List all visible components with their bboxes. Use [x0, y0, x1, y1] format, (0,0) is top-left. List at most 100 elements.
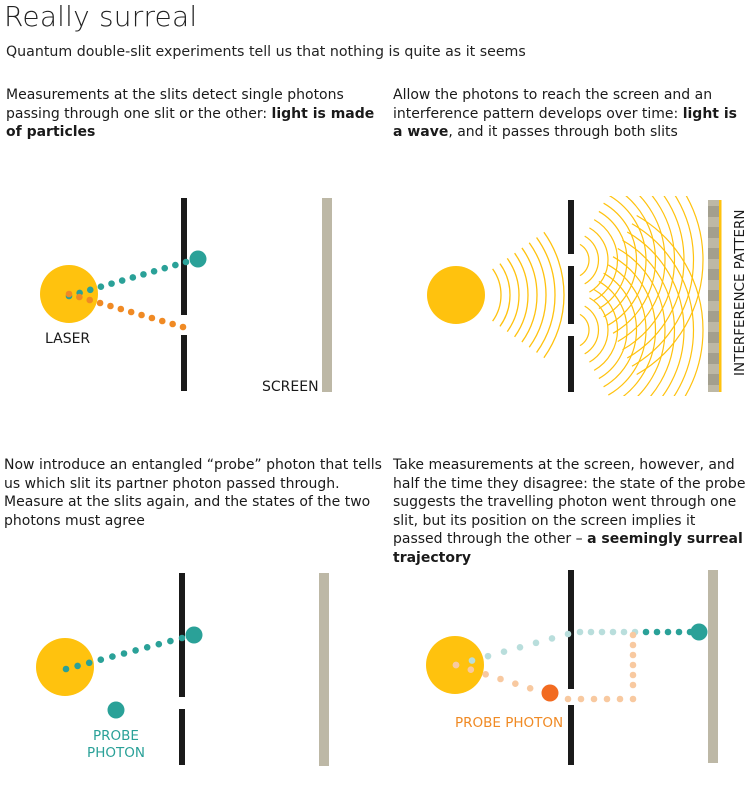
photon-dot [576, 628, 584, 636]
wave-front [636, 214, 704, 396]
wave-front [612, 256, 657, 396]
page-subtitle: Quantum double-slit experiments tell us … [6, 44, 526, 60]
wave-front [608, 264, 647, 396]
photon-dot [148, 314, 156, 322]
photon-dot [118, 277, 126, 284]
wave-fronts-source [492, 231, 565, 359]
photon-dot [467, 666, 475, 673]
photon-dot [85, 659, 93, 667]
wave-front [514, 252, 529, 338]
photon-dot [107, 302, 114, 310]
photon-dot [74, 662, 81, 670]
wave-front [506, 258, 520, 332]
photon-dot [76, 293, 83, 301]
photon-dot [452, 661, 460, 669]
wave-front [579, 313, 590, 347]
photon-dot [129, 274, 137, 281]
wave-front [499, 263, 511, 327]
photon-dot [138, 311, 145, 319]
photon-dot [158, 317, 166, 325]
photon-dot [629, 681, 637, 689]
photon-dot [182, 258, 190, 266]
photon-dot [590, 695, 598, 703]
laser-source [427, 266, 485, 324]
photon-dot [178, 634, 186, 642]
panel-1-diagram: LASER SCREEN [40, 198, 332, 395]
photon-dot [150, 267, 158, 275]
photon-dot [155, 640, 163, 648]
screen-label: SCREEN [262, 379, 319, 395]
pattern-band [708, 269, 720, 280]
photon-dot [172, 261, 179, 269]
photon-dot [65, 290, 73, 298]
wave-front [528, 242, 547, 348]
detected-photon [185, 626, 203, 644]
slit-barrier-top [568, 570, 574, 689]
photon-dot [548, 635, 556, 642]
pattern-band [708, 248, 720, 259]
photon-dot [532, 639, 540, 647]
wave-front [584, 305, 600, 355]
pattern-band [708, 374, 720, 385]
slit-barrier-bottom [179, 709, 185, 765]
photon-dot [127, 308, 135, 316]
pattern-band [708, 290, 720, 301]
interference-pattern-label: INTERFERENCE PATTERN [732, 209, 748, 376]
photon-dot [587, 628, 595, 636]
slit-barrier-middle [568, 266, 574, 324]
probe-photon-label: PROBE PHOTON [455, 715, 563, 731]
photon-dot [598, 628, 606, 636]
wave-front [521, 247, 538, 343]
photon-dot [140, 271, 147, 278]
wave-front [536, 237, 556, 353]
wave-front [589, 297, 609, 363]
photon-dot [109, 653, 116, 660]
photon-dot [117, 305, 125, 313]
wave-front [617, 196, 666, 343]
detection-screen [708, 570, 718, 763]
pattern-band [708, 332, 720, 343]
wave-front [603, 272, 638, 388]
photon-dot [629, 631, 637, 639]
photon-dot [497, 675, 504, 683]
photon-dot [120, 650, 128, 657]
panel-4-diagram: PROBE PHOTON [426, 570, 718, 765]
photon-dot [653, 628, 661, 636]
photon-dot [564, 695, 572, 703]
wave-front [492, 268, 502, 322]
panel-3-diagram: PROBE PHOTON [36, 573, 329, 766]
probe-label-line1: PROBE [93, 728, 139, 744]
wave-front [593, 289, 619, 371]
wave-front [622, 196, 676, 351]
wave-front [593, 219, 619, 301]
wave-front [608, 196, 647, 326]
photon-dot [629, 641, 637, 649]
photon-dot [482, 671, 489, 678]
photon-dot [620, 628, 628, 636]
photon-dot [86, 296, 94, 304]
photon-dot [664, 628, 672, 636]
photon-dot [512, 680, 519, 687]
wave-front [622, 239, 676, 396]
detected-photon [690, 623, 708, 641]
faint-orange-photon-path [452, 631, 637, 703]
panel-2-diagram: INTERFERENCE PATTERN [427, 196, 748, 396]
orange-photon-path [65, 290, 187, 331]
wave-front [543, 231, 565, 359]
wave-front [631, 223, 695, 396]
wave-front [598, 210, 628, 310]
photon-dot [108, 280, 115, 287]
wave-front [626, 231, 685, 396]
pattern-band [708, 311, 720, 322]
photon-dot [484, 652, 492, 660]
laser-label: LASER [45, 331, 90, 347]
photon-dot [86, 286, 94, 294]
photon-dot [629, 695, 637, 703]
wave-front [584, 235, 600, 285]
panel-4-caption: Take measurements at the screen, however… [393, 457, 746, 566]
page-title: Really surreal [4, 0, 198, 33]
pattern-edge [719, 200, 722, 392]
panel-2-caption: Allow the photons to reach the screen an… [393, 87, 737, 140]
probe-label-line2: PHOTON [87, 745, 145, 761]
